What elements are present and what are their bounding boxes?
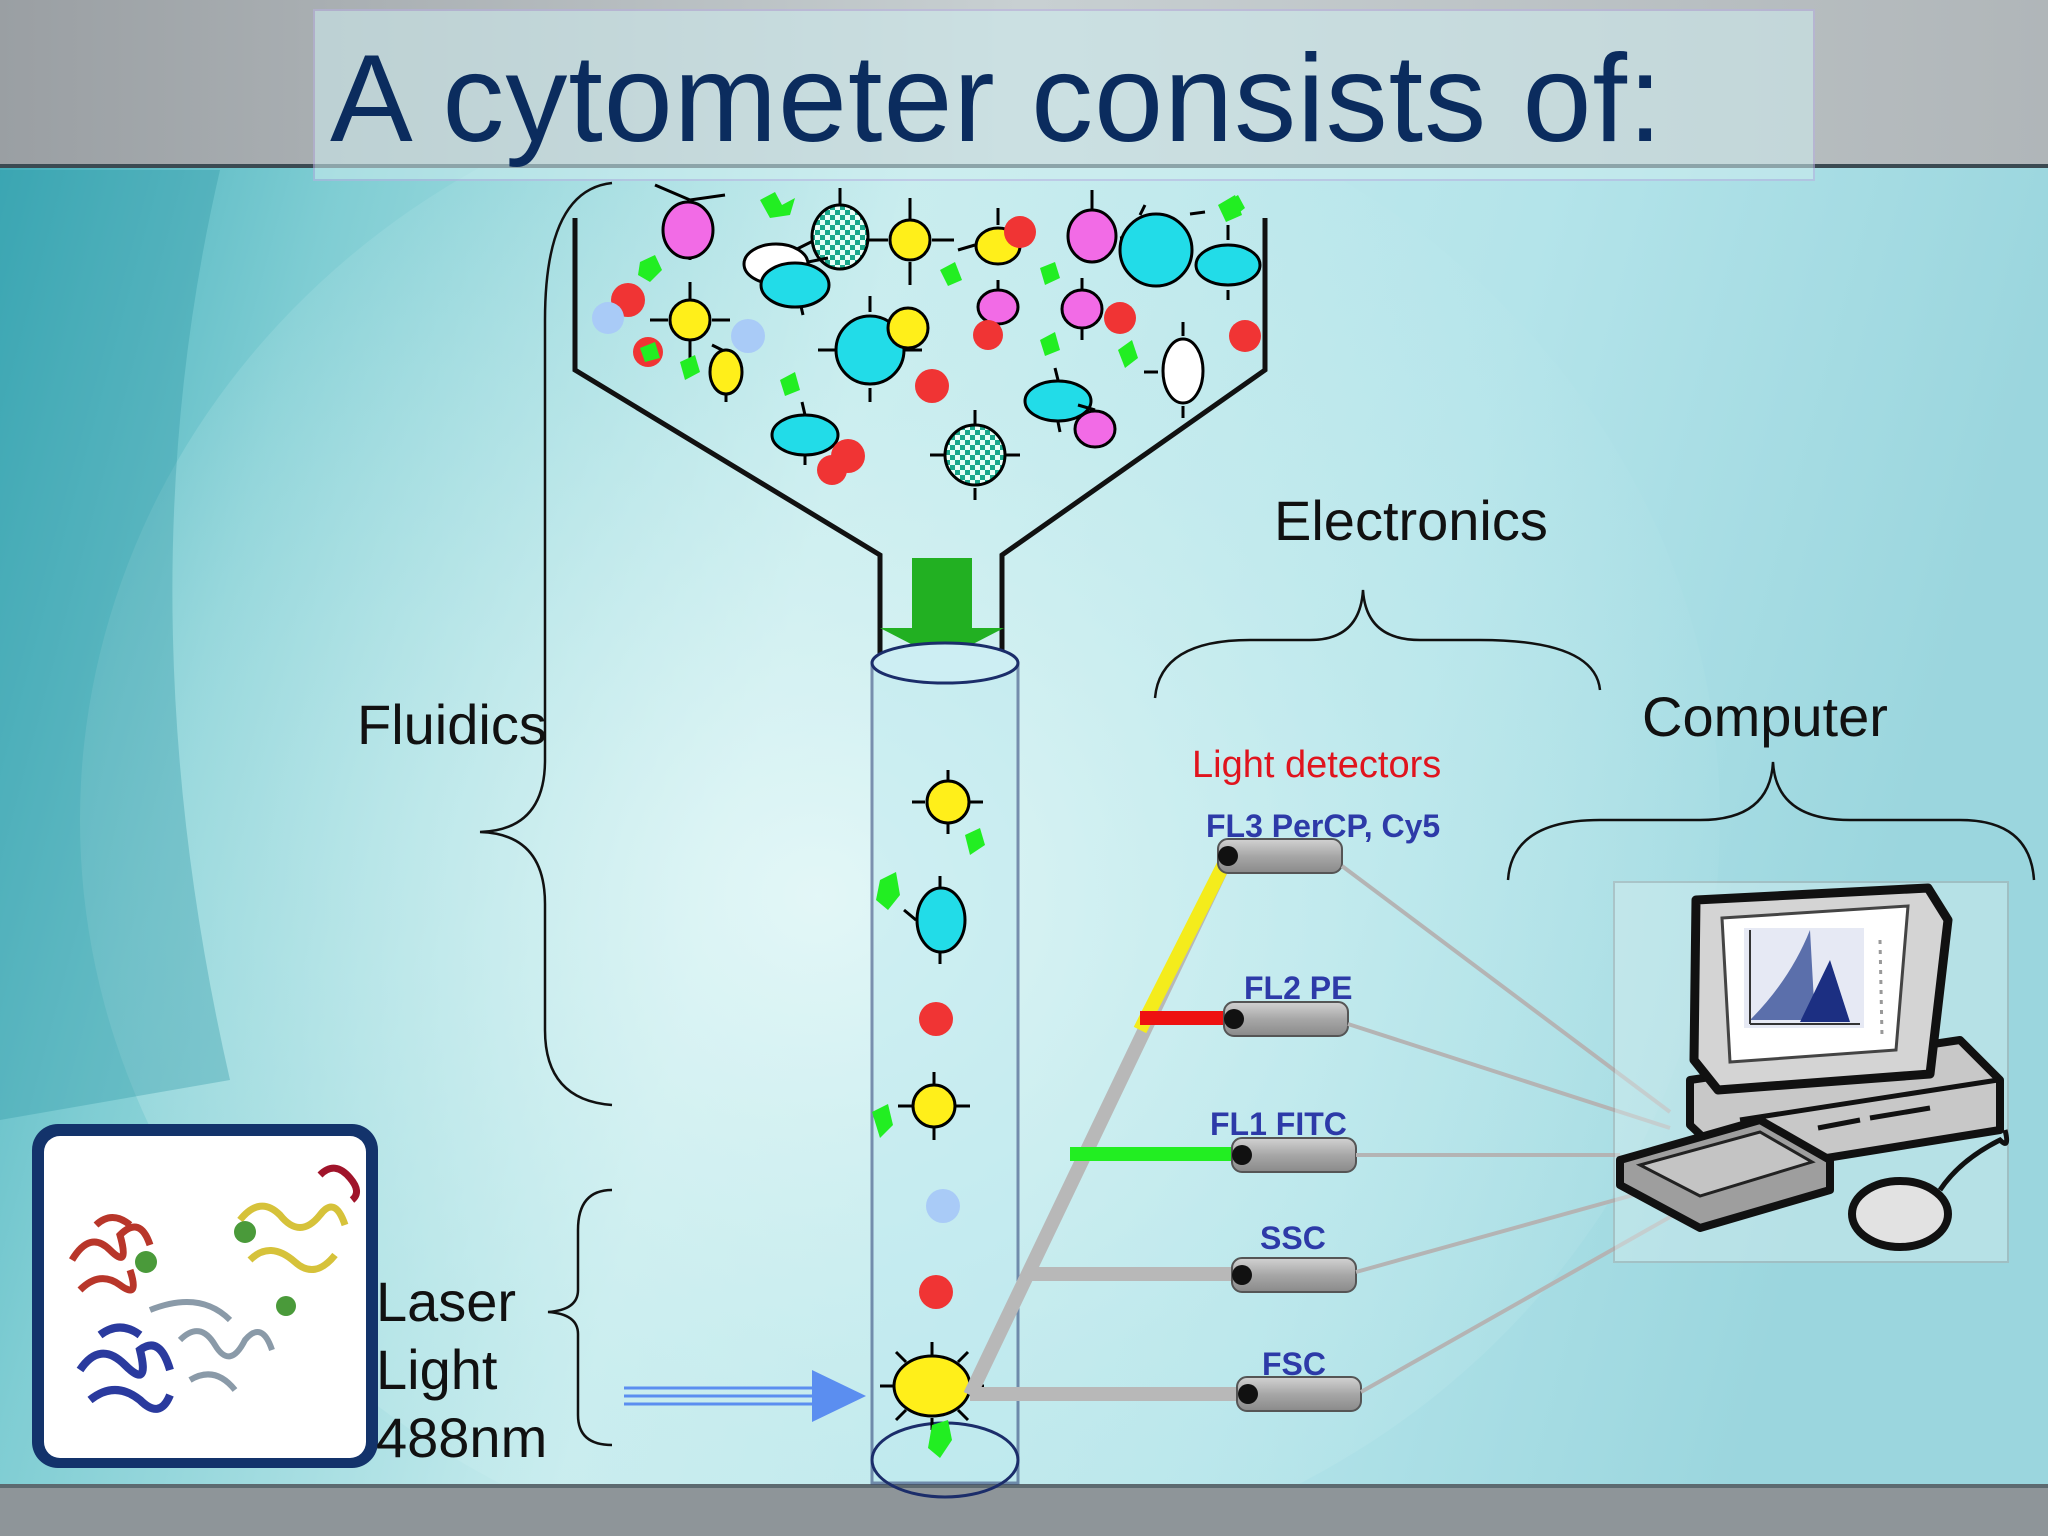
cell-red: [1104, 302, 1136, 334]
cell-cyan-large: [1118, 204, 1206, 288]
cell-white: [1144, 322, 1205, 418]
fluorescent-tag: [872, 1104, 893, 1138]
cell-cyan: [759, 256, 831, 316]
laser-line-1: Laser: [376, 1270, 517, 1333]
detector-fl3: [1217, 838, 1343, 874]
computer-bracket: [1506, 761, 2036, 881]
cell-magenta: [654, 183, 726, 260]
cell-yellow: [866, 198, 954, 285]
fluorescent-tag: [928, 1420, 952, 1458]
fluorescent-tag: [965, 828, 985, 855]
label-electronics: Electronics: [1274, 489, 1548, 552]
label-laser: Laser Light 488nm: [376, 1268, 576, 1472]
cell-cyan: [770, 401, 840, 465]
cell-red: [915, 369, 949, 403]
flow-arrow: [880, 558, 1004, 660]
cell-red: [1004, 216, 1036, 248]
protein-ribbon-yellow: [237, 1202, 349, 1273]
cell-lightblue: [731, 319, 765, 353]
detector-ssc: [1231, 1257, 1357, 1293]
detector-label-ssc: SSC: [1260, 1220, 1326, 1256]
cell-red: [973, 320, 1003, 350]
detector-cables: [1340, 864, 1701, 1394]
ligand-green: [234, 1221, 256, 1243]
detector-fl1: [1231, 1137, 1357, 1173]
protein-structure-image: [32, 1124, 378, 1468]
label-light-detectors: Light detectors: [1192, 744, 1442, 786]
cell-lightblue: [926, 1189, 960, 1223]
cell-cyan: [1023, 367, 1093, 433]
cell-red: [919, 1275, 953, 1309]
laser-bracket: [547, 1188, 613, 1447]
cell-yellow: [898, 1072, 970, 1140]
computer-icon: [1616, 883, 2010, 1251]
laser-line-2: Light: [376, 1338, 498, 1401]
label-computer: Computer: [1642, 685, 1888, 748]
cell-yellow: [650, 282, 730, 358]
cells-in-funnel: [592, 183, 1262, 500]
cell-cyan: [1194, 225, 1262, 300]
fluorescent-tags: [638, 192, 1245, 396]
title-box: [313, 9, 1815, 181]
protein-ribbon-red: [68, 1214, 154, 1294]
detector-fsc: [1236, 1376, 1362, 1412]
footer-rule: [0, 1484, 2048, 1488]
detector-label-fl1: FL1 FITC: [1210, 1106, 1347, 1142]
detector-fl2: [1223, 1001, 1349, 1037]
cell-yellow: [886, 306, 930, 350]
protein-ribbon-blue: [76, 1323, 174, 1413]
cell-magenta: [1073, 403, 1117, 449]
funnel: [572, 218, 1268, 660]
slide-title: A cytometer consists of:: [330, 30, 1664, 168]
cell-yellow: [912, 770, 983, 834]
cell-cyan-large: [818, 296, 922, 402]
cell-lightblue: [592, 302, 624, 334]
fluorescent-tag: [876, 872, 900, 910]
detector-label-fsc: FSC: [1262, 1346, 1326, 1382]
cell-magenta: [1066, 190, 1143, 264]
footer-bar: [0, 1488, 2048, 1536]
cell-magenta: [1060, 278, 1104, 340]
cell-yellow-in-beam: [880, 1342, 984, 1430]
electronics-bracket: [1153, 589, 1602, 699]
background-shadow: [0, 170, 230, 1120]
cell-yellow: [708, 343, 744, 402]
laser-line-3: 488nm: [376, 1406, 548, 1469]
fluidics-bracket: [479, 181, 613, 1107]
cell-red: [919, 1002, 953, 1036]
protein-ribbon-gray: [148, 1299, 275, 1392]
cell-checker: [930, 410, 1020, 500]
optical-paths: [963, 858, 1240, 1401]
ligand-green: [135, 1251, 157, 1273]
laser-arrow: [624, 1370, 866, 1422]
detector-label-fl2: FL2 PE: [1244, 970, 1353, 1006]
cell-red: [1229, 320, 1261, 352]
ligand-green: [276, 1296, 296, 1316]
cell-red: [817, 455, 847, 485]
detector-label-fl3: FL3 PerCP, Cy5: [1206, 808, 1441, 844]
cell-cyan: [903, 876, 967, 964]
cells-in-tube: [872, 770, 985, 1458]
protein-ribbon-darkred: [317, 1164, 360, 1203]
label-fluidics: Fluidics: [357, 693, 547, 756]
